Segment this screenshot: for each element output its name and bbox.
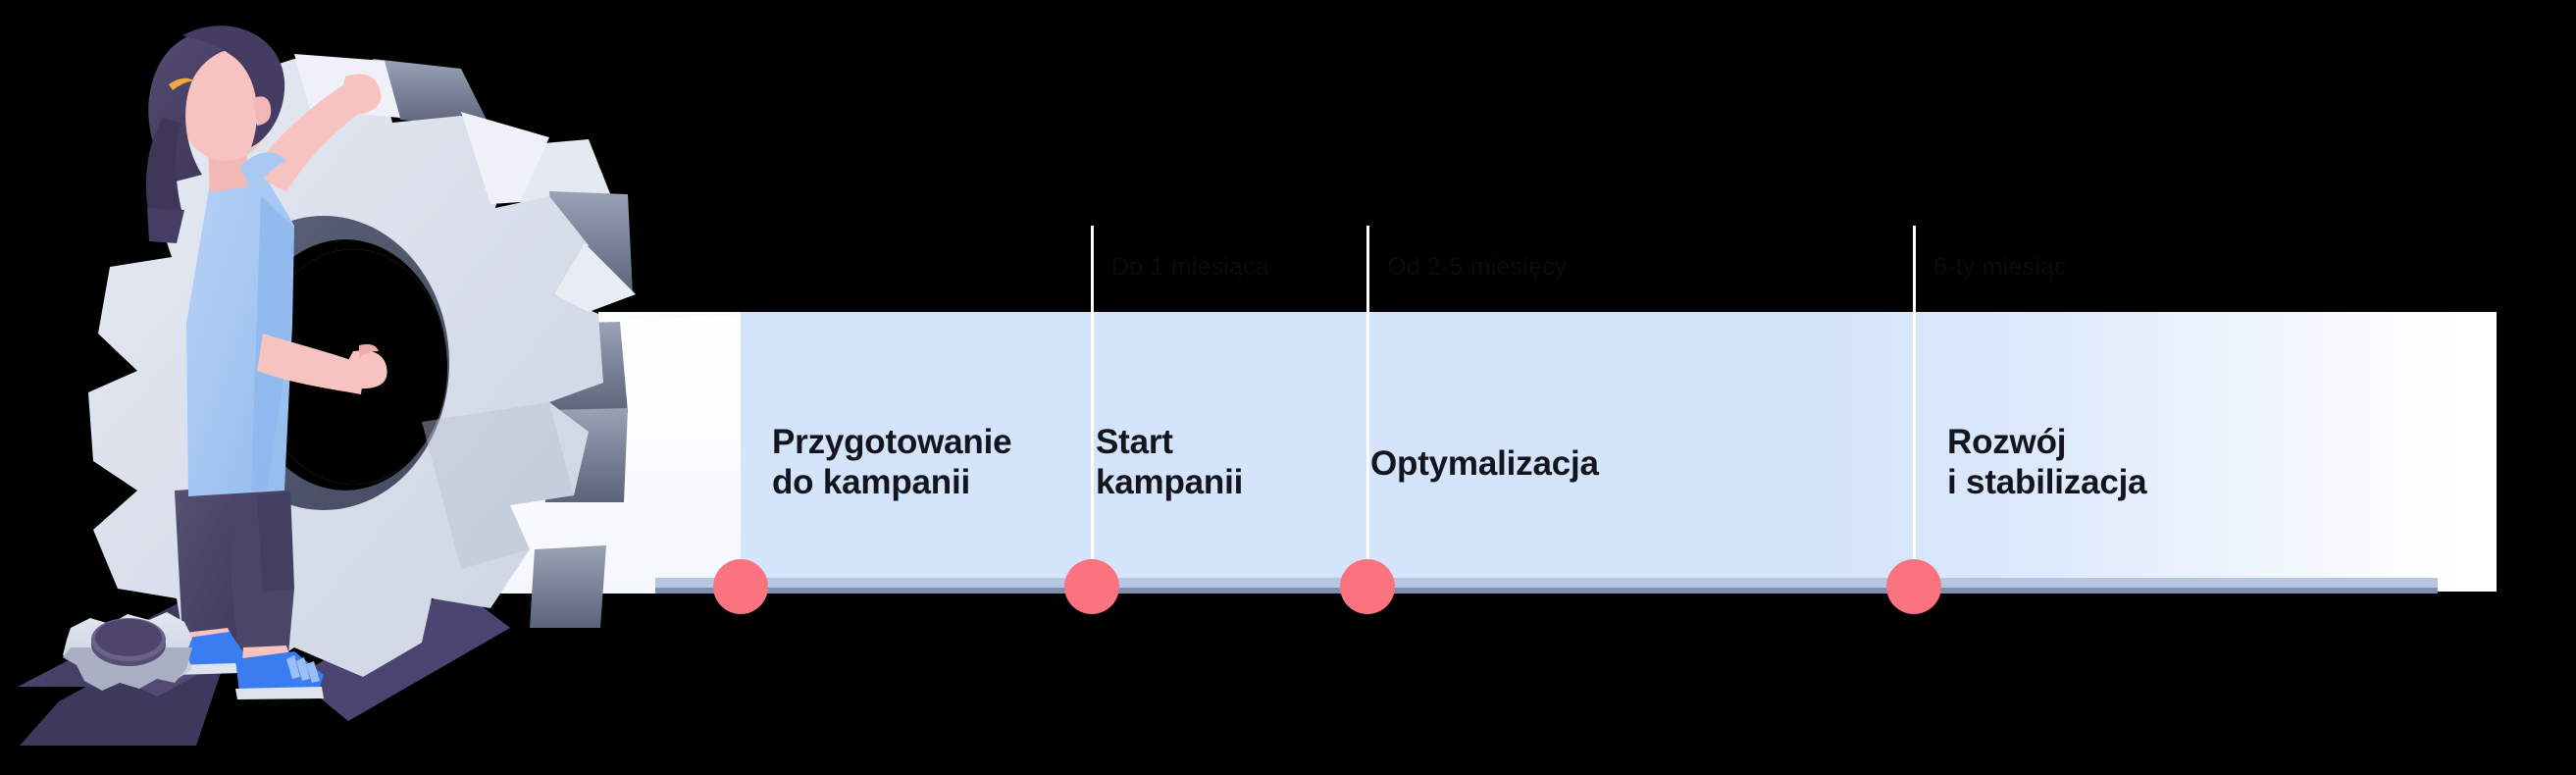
- illustration-shoe-back: [173, 628, 245, 675]
- timeline-phase-optymalizacja[interactable]: Optymalizacja: [1339, 312, 1916, 592]
- timeline-rail-top: [655, 578, 2438, 588]
- illustration-small-gear: [63, 612, 192, 691]
- divider-1: [1091, 226, 1094, 587]
- illustration-woman: [145, 26, 387, 699]
- timeline-panel: [741, 312, 2497, 592]
- milestone-4[interactable]: [1886, 559, 1941, 614]
- timeline-phase-title: Optymalizacja: [1370, 444, 1599, 483]
- timeline-rail-shadow: [655, 588, 2438, 594]
- timeline-phase-start[interactable]: Start kampanii: [1064, 312, 1339, 592]
- timeline-phase-title: Start kampanii: [1096, 423, 1244, 502]
- caption-do-1-miesiaca: Do 1 miesiąca: [1111, 253, 1269, 281]
- timeline-phase-title: Przygotowanie do kampanii: [772, 423, 1012, 502]
- divider-2: [1366, 226, 1369, 587]
- milestone-3[interactable]: [1340, 559, 1395, 614]
- timeline-phase-przygotowanie[interactable]: Przygotowanie do kampanii: [741, 312, 1064, 592]
- illustration-shoe-front: [235, 646, 324, 699]
- timeline-phase-title: Rozwój i stabilizacja: [1947, 423, 2147, 502]
- illustration-woman-pushing-gear: [0, 0, 746, 775]
- timeline-phase-rozwoj[interactable]: Rozwój i stabilizacja: [1916, 312, 2497, 592]
- milestone-1[interactable]: [713, 559, 768, 614]
- timeline-rail: [655, 578, 2438, 594]
- caption-od-2-5-miesiecy: Od 2-5 miesięcy: [1387, 253, 1568, 281]
- caption-6-ty-miesiac: 6-ty miesiąc: [1933, 253, 2067, 281]
- milestone-2[interactable]: [1064, 559, 1119, 614]
- divider-3: [1913, 226, 1916, 587]
